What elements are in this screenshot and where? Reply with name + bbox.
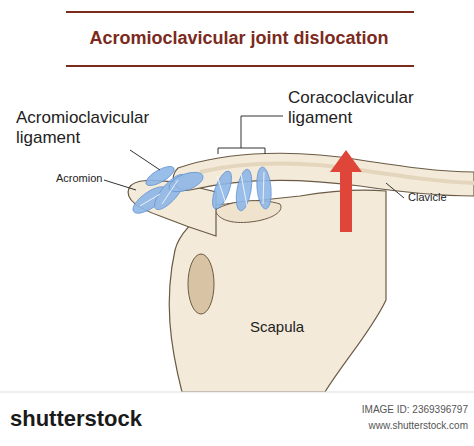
displacement-arrow [330, 150, 362, 232]
cc-ligament [209, 166, 273, 211]
ligament-label: Acromioclavicular ligament [16, 108, 174, 147]
ligament-label: Coracoclavicular ligament [288, 88, 438, 127]
watermark: www.shutterstock.com [300, 420, 468, 432]
footer-rule [0, 392, 474, 393]
ligament-fibres [140, 172, 264, 206]
ac-ligament [129, 163, 206, 218]
title-rule [66, 65, 414, 67]
watermark: shutterstock [10, 406, 180, 431]
bone-label: Acromion [56, 172, 116, 185]
bone-label: Clavicle [408, 191, 468, 204]
leader-lines [104, 116, 404, 198]
footer-bar [0, 392, 474, 446]
title-rule [66, 11, 414, 13]
diagram-title: Acromioclavicular joint dislocation [2, 28, 474, 49]
coracoid-process [215, 201, 281, 223]
watermark: IMAGE ID: 2369396797 [300, 404, 468, 416]
bone-label: Scapula [250, 318, 330, 335]
acromion-bone [128, 180, 216, 236]
glenoid-fossa [188, 254, 214, 314]
